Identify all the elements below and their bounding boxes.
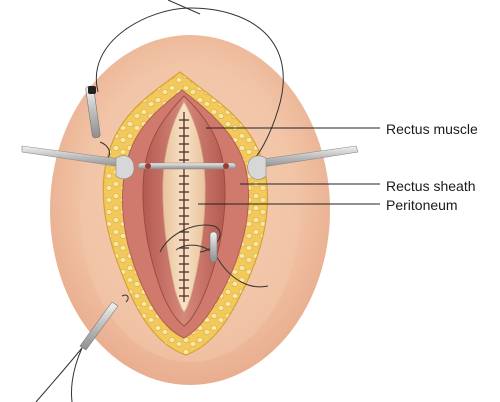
leader-lines	[198, 127, 380, 205]
needle-icon	[85, 85, 111, 159]
label-rectus-sheath: Rectus sheath	[386, 178, 476, 194]
needle-icon	[209, 231, 218, 263]
retractor-icon	[247, 145, 359, 180]
label-peritoneum: Peritoneum	[386, 197, 458, 213]
suture-thread-crossing	[167, 0, 201, 15]
retractor-icon	[21, 145, 135, 180]
retention-bar	[137, 162, 237, 170]
label-rectus-muscle: Rectus muscle	[386, 121, 478, 137]
suture-thread-icon	[35, 347, 83, 402]
suture-thread-icon	[95, 7, 284, 159]
needle-icon	[79, 294, 129, 351]
